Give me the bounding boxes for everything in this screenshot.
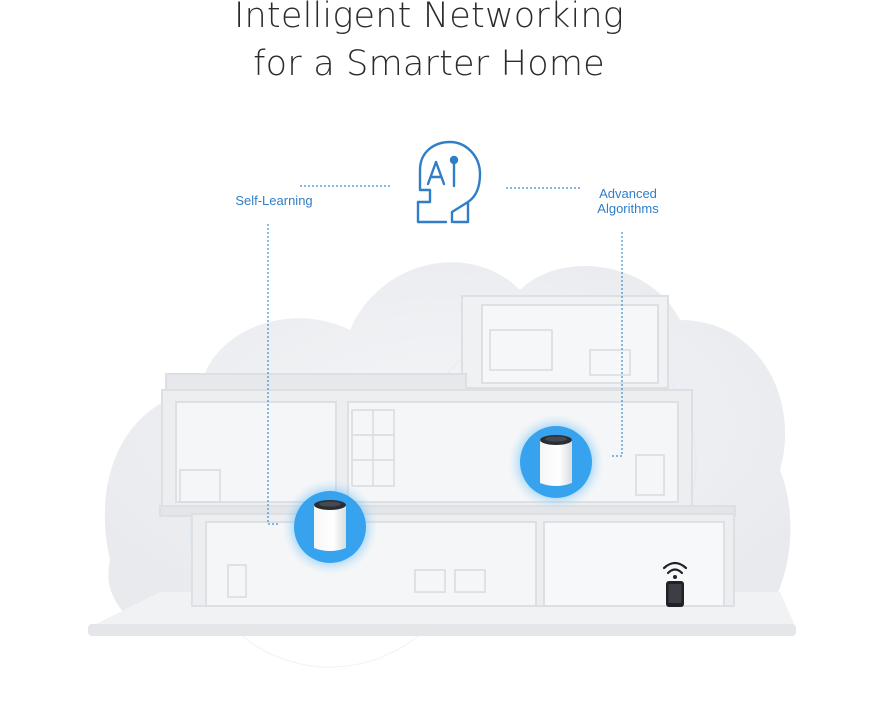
headline-line-2: for a Smarter Home [253,44,605,84]
mesh-router-icon [282,479,378,575]
advanced-algorithms-line-1: Advanced [599,186,657,201]
headline-line-1: Intelligent Networking [234,0,624,36]
ai-head-icon [416,140,482,224]
connector-lines [267,185,623,525]
advanced-algorithms-label: Advanced Algorithms [584,186,672,216]
advanced-algorithms-line-2: Algorithms [597,201,659,216]
self-learning-label: Self-Learning [235,193,313,208]
smartphone-wifi-icon [662,561,688,607]
mesh-router-icon [508,414,604,510]
headline: Intelligent Networking for a Smarter Hom… [0,0,858,88]
house-structure [159,295,736,607]
furniture [179,329,665,598]
